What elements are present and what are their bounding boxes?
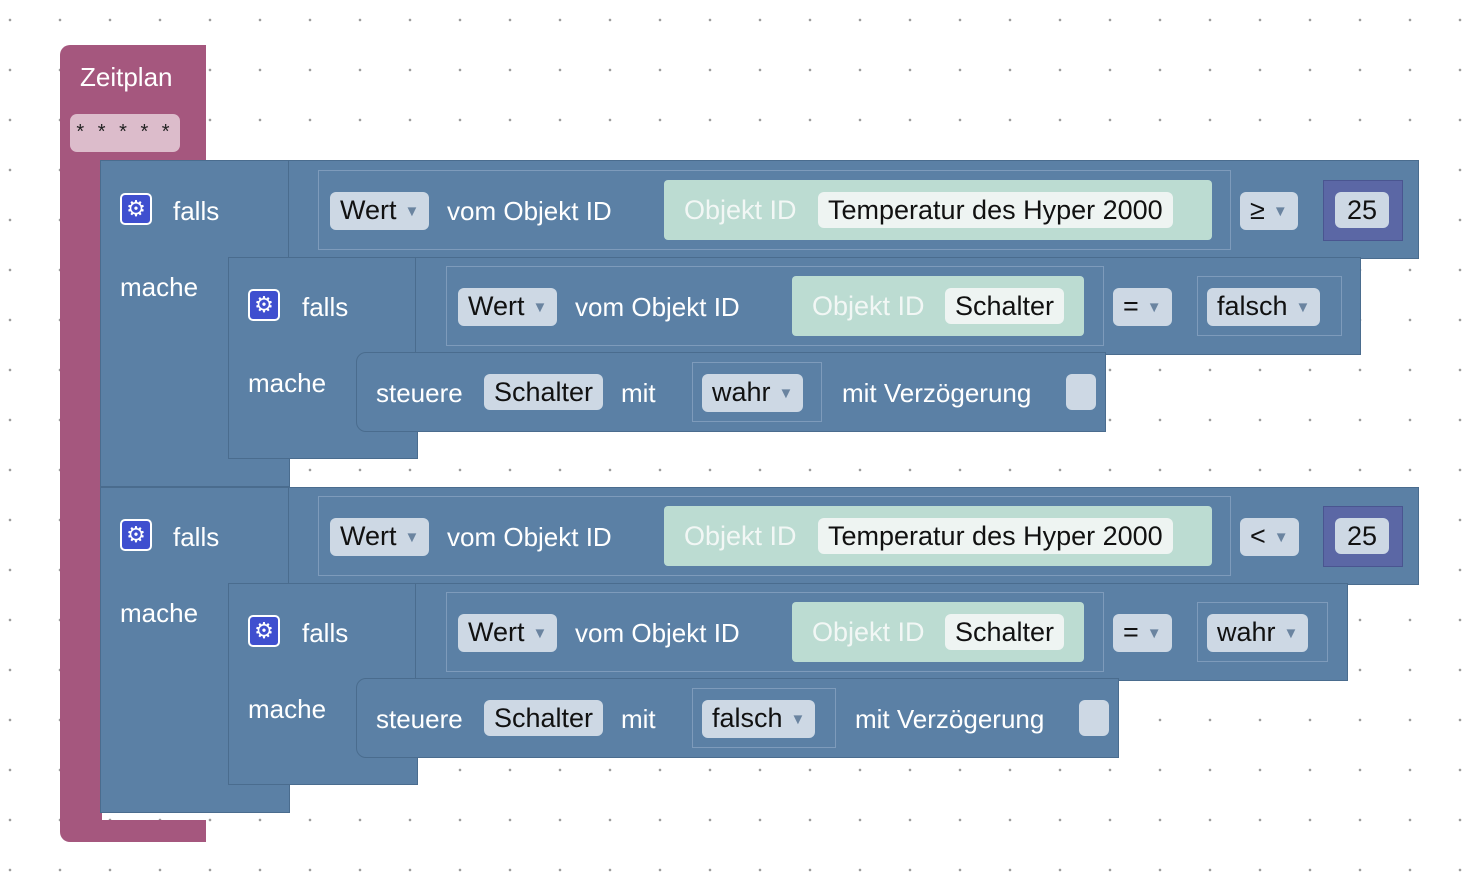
- dropdown-arrow-icon: ▼: [1146, 298, 1162, 316]
- control-label: steuere: [376, 378, 463, 408]
- control-label: steuere: [376, 704, 463, 734]
- dropdown-arrow-icon: ▼: [404, 202, 420, 220]
- do-keyword: mache: [120, 598, 199, 628]
- dropdown-arrow-icon: ▼: [532, 624, 548, 642]
- value-dropdown[interactable]: Wert ▼: [330, 192, 430, 230]
- condition-slot: [318, 496, 1231, 576]
- number-field[interactable]: 25: [1335, 518, 1389, 554]
- operator-label: <: [1250, 521, 1266, 551]
- from-object-label: vom Objekt ID: [447, 522, 612, 552]
- boolean-dropdown[interactable]: falsch ▼: [1207, 288, 1321, 326]
- boolean-label: falsch: [1217, 291, 1288, 321]
- delay-label: mit Verzögerung: [842, 378, 1032, 408]
- object-id-field[interactable]: Schalter: [945, 614, 1065, 650]
- operator-dropdown[interactable]: =▼: [1113, 614, 1172, 652]
- boolean-block[interactable]: [1197, 602, 1328, 662]
- value-dropdown-label: Wert: [340, 521, 397, 551]
- value-dropdown-label: Wert: [340, 195, 397, 225]
- boolean-dropdown[interactable]: wahr ▼: [702, 374, 804, 412]
- gear-icon[interactable]: ⚙: [248, 289, 280, 321]
- do-keyword: mache: [248, 694, 327, 724]
- dropdown-arrow-icon: ▼: [532, 298, 548, 316]
- cron-field[interactable]: * * * * *: [70, 114, 180, 152]
- boolean-label: wahr: [712, 377, 771, 407]
- if-keyword: falls: [302, 292, 349, 322]
- with-label: mit: [621, 378, 656, 408]
- gear-icon[interactable]: ⚙: [120, 519, 152, 551]
- operator-dropdown[interactable]: ≥▼: [1240, 192, 1298, 230]
- operator-label: ≥: [1250, 195, 1265, 225]
- dropdown-arrow-icon: ▼: [1146, 624, 1162, 642]
- object-id-field[interactable]: Temperatur des Hyper 2000: [818, 192, 1173, 228]
- dropdown-arrow-icon: ▼: [790, 710, 806, 728]
- if-keyword: falls: [173, 196, 220, 226]
- value-dropdown[interactable]: Wert ▼: [458, 288, 558, 326]
- object-id-label: Objekt ID: [812, 291, 925, 321]
- control-target-field[interactable]: Schalter: [484, 374, 604, 410]
- dropdown-arrow-icon: ▼: [1283, 624, 1299, 642]
- if-keyword: falls: [173, 522, 220, 552]
- boolean-block[interactable]: [692, 362, 822, 422]
- dropdown-arrow-icon: ▼: [404, 528, 420, 546]
- operator-label: =: [1123, 291, 1139, 321]
- condition-slot: [446, 266, 1104, 346]
- operator-label: =: [1123, 617, 1139, 647]
- from-object-label: vom Objekt ID: [447, 196, 612, 226]
- dropdown-arrow-icon: ▼: [1273, 528, 1289, 546]
- do-keyword: mache: [248, 368, 327, 398]
- gear-icon[interactable]: ⚙: [120, 193, 152, 225]
- object-id-field[interactable]: Schalter: [945, 288, 1065, 324]
- dropdown-arrow-icon: ▼: [778, 384, 794, 402]
- condition-slot: [446, 592, 1104, 672]
- operator-dropdown[interactable]: <▼: [1240, 518, 1299, 556]
- boolean-dropdown[interactable]: wahr ▼: [1207, 614, 1309, 652]
- with-label: mit: [621, 704, 656, 734]
- from-object-label: vom Objekt ID: [575, 292, 740, 322]
- condition-slot: [318, 170, 1231, 250]
- boolean-block[interactable]: [1197, 276, 1342, 336]
- control-target-field[interactable]: Schalter: [484, 700, 604, 736]
- do-keyword: mache: [120, 272, 199, 302]
- boolean-label: wahr: [1217, 617, 1276, 647]
- gear-icon[interactable]: ⚙: [248, 615, 280, 647]
- if-keyword: falls: [302, 618, 349, 648]
- from-object-label: vom Objekt ID: [575, 618, 740, 648]
- number-field[interactable]: 25: [1335, 192, 1389, 228]
- object-id-field[interactable]: Temperatur des Hyper 2000: [818, 518, 1173, 554]
- schedule-title: Zeitplan: [80, 62, 173, 92]
- dropdown-arrow-icon: ▼: [1295, 298, 1311, 316]
- value-dropdown-label: Wert: [468, 291, 525, 321]
- boolean-block[interactable]: [692, 688, 836, 748]
- delay-checkbox[interactable]: [1066, 374, 1096, 410]
- schedule-block-spine: [60, 160, 102, 820]
- value-dropdown-label: Wert: [468, 617, 525, 647]
- value-dropdown[interactable]: Wert ▼: [330, 518, 430, 556]
- object-id-label: Objekt ID: [684, 521, 797, 551]
- value-dropdown[interactable]: Wert ▼: [458, 614, 558, 652]
- boolean-dropdown[interactable]: falsch ▼: [702, 700, 816, 738]
- object-id-label: Objekt ID: [684, 195, 797, 225]
- dropdown-arrow-icon: ▼: [1272, 202, 1288, 220]
- object-id-label: Objekt ID: [812, 617, 925, 647]
- operator-dropdown[interactable]: =▼: [1113, 288, 1172, 326]
- delay-label: mit Verzögerung: [855, 704, 1045, 734]
- boolean-label: falsch: [712, 703, 783, 733]
- schedule-block-bottom: [60, 820, 206, 842]
- delay-checkbox[interactable]: [1079, 700, 1109, 736]
